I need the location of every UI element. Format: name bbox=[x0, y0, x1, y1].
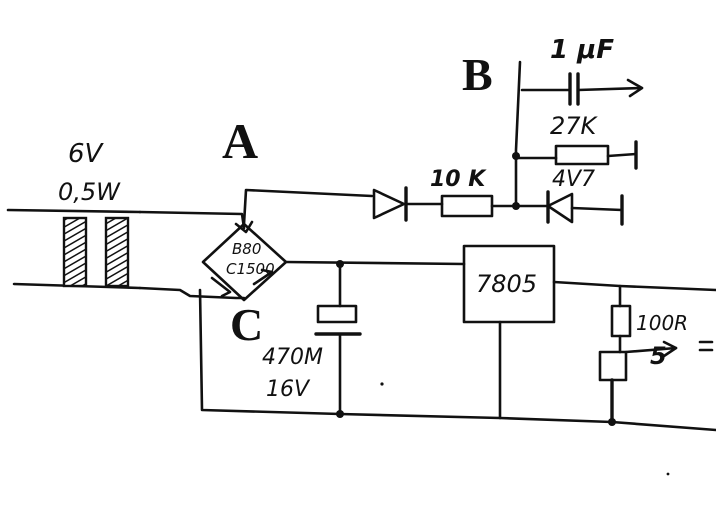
regulator-label: 7805 bbox=[476, 270, 537, 298]
transformer-voltage-label: 6V bbox=[68, 139, 105, 169]
node-b-wire bbox=[514, 60, 522, 208]
trim-potentiometer: 5 bbox=[598, 340, 678, 422]
pot-mark-label: 5 bbox=[650, 342, 667, 370]
regulator-7805: 7805 bbox=[462, 244, 556, 324]
node-a-wire bbox=[242, 188, 374, 226]
capacitor-1uf: 1 μF bbox=[520, 35, 644, 106]
zener-label: 4V7 bbox=[552, 167, 595, 192]
node-b-label: B bbox=[462, 49, 493, 100]
node-c-label: C bbox=[230, 299, 263, 350]
resistor-10k: 10 K bbox=[430, 167, 494, 218]
resistor-100r: 100R bbox=[610, 284, 688, 354]
secondary-wire-top bbox=[138, 210, 246, 230]
resistor-27k: 27K bbox=[514, 112, 638, 170]
positive-rail bbox=[284, 260, 466, 266]
filter-capacitor: 470M 16V bbox=[262, 262, 362, 416]
secondary-wire-bottom bbox=[138, 286, 246, 300]
ground-return bbox=[198, 288, 716, 432]
resistor-27k-label: 27K bbox=[550, 112, 599, 140]
bridge-label-line1: B80 bbox=[232, 240, 261, 258]
diode bbox=[372, 186, 444, 222]
capacitor-1uf-label: 1 μF bbox=[550, 35, 614, 65]
bridge-rectifier: B80 C1500 bbox=[201, 220, 288, 302]
resistor-100r-label: 100R bbox=[636, 311, 688, 335]
node-a-label: A bbox=[222, 113, 258, 169]
filter-capacitor-value: 470M bbox=[262, 345, 323, 370]
zener-diode: 4V7 bbox=[514, 167, 624, 226]
bridge-label-line2: C1500 bbox=[226, 260, 275, 278]
regulator-output bbox=[552, 280, 716, 292]
transformer: 6V 0,5W bbox=[6, 139, 142, 290]
filter-capacitor-voltage: 16V bbox=[266, 377, 311, 402]
resistor-10k-label: 10 K bbox=[430, 167, 487, 192]
transformer-power-label: 0,5W bbox=[58, 178, 121, 206]
